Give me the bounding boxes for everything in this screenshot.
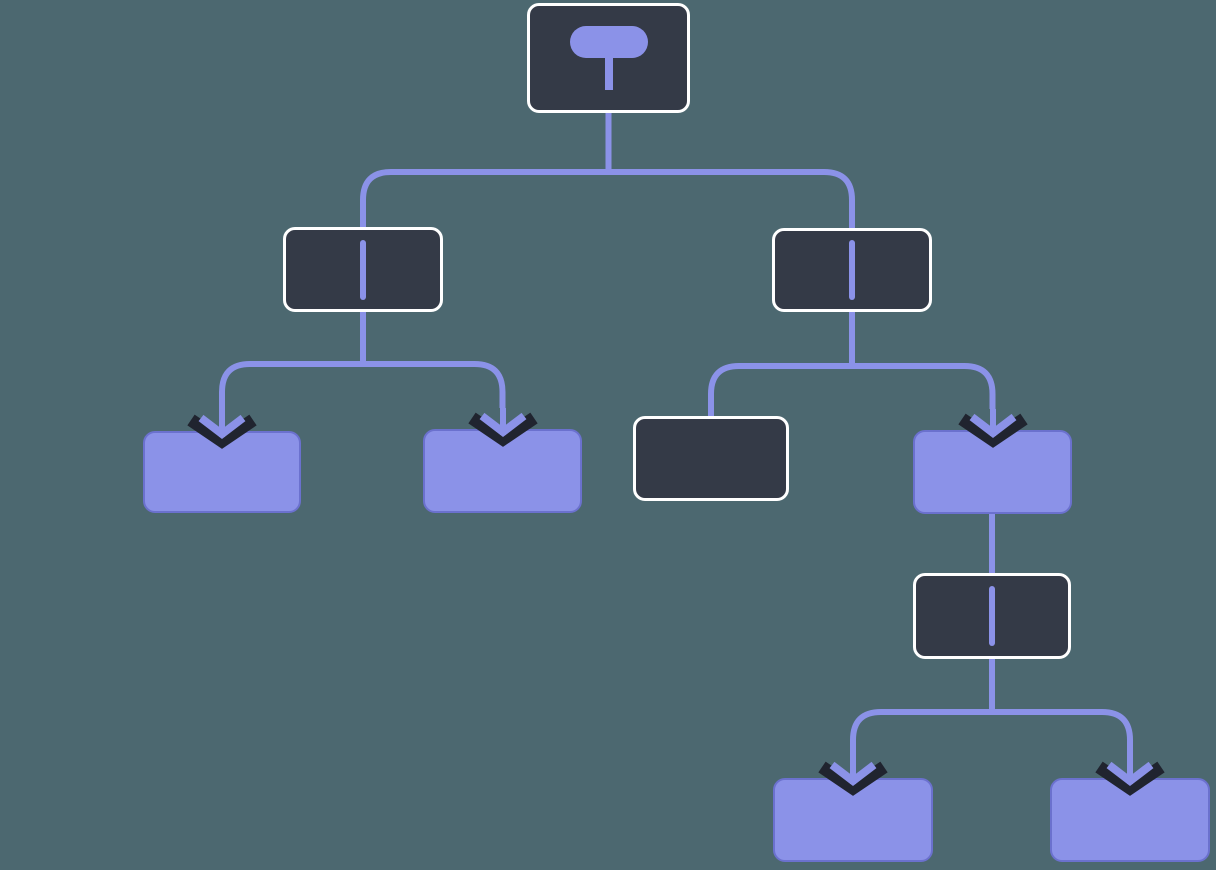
chevron-down-icon [818,757,888,796]
chevron-shadow-shape [818,761,888,796]
arrow-head-shape [829,761,877,787]
chevron-down-icon [1095,757,1165,796]
connector-line [849,310,996,409]
arrow-head-shape [479,412,526,438]
chevron-shadow-shape [187,414,257,449]
arrow-head-shape [198,414,246,440]
branch-node-lower[interactable] [913,573,1071,659]
root-node[interactable] [527,3,690,113]
chevron-down-icon [187,410,257,449]
leaf-node-3[interactable] [633,416,789,501]
tree-root-icon [569,26,649,90]
chevron-shadow-shape [467,412,538,447]
vertical-bar-icon [989,586,995,646]
chevron-shadow-shape [1095,761,1165,796]
connector-line [360,111,612,230]
root-stem-shape [604,56,613,90]
connector-line [989,657,1133,757]
root-pill-shape [569,26,648,58]
vertical-bar-icon [360,239,366,300]
vertical-bar-icon [849,240,855,300]
branch-node-right[interactable] [772,228,932,312]
connector-line [219,310,366,410]
connector-line [850,657,995,757]
branch-node-left[interactable] [283,227,443,312]
chevron-down-icon [957,409,1028,448]
chevron-shadow-shape [957,413,1028,448]
chevron-down-icon [467,408,538,447]
connector-line [360,310,506,408]
connector-line [605,111,855,231]
arrow-head-shape [1106,761,1154,787]
connector-line [708,310,855,419]
arrow-head-shape [969,413,1016,439]
